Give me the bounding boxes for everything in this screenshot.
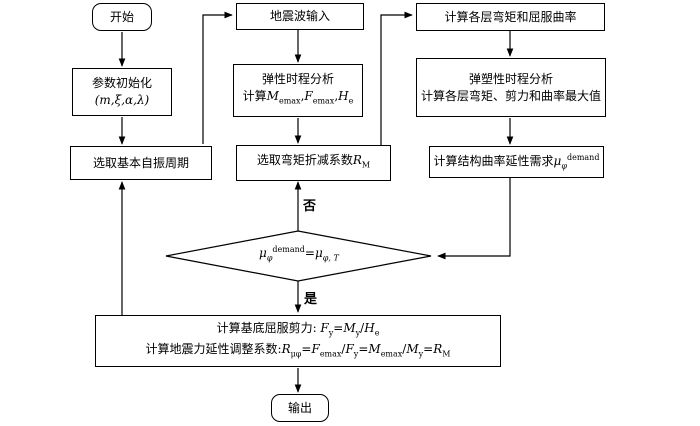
demand-node: 计算结构曲率延性需求μφdemand xyxy=(429,146,604,178)
elastic-line2: 计算Memax,Femax,He xyxy=(242,89,354,106)
end-label: 输出 xyxy=(287,400,312,415)
start-label: 开始 xyxy=(109,9,134,24)
start-node: 开始 xyxy=(92,3,152,31)
reduction-node: 选取弯矩折减系数RM xyxy=(236,145,391,181)
edge-label-yes: 是 xyxy=(304,292,318,307)
plastic-line2: 计算各层弯矩、剪力和曲率最大值 xyxy=(420,88,601,103)
plastic-line1: 弹塑性时程分析 xyxy=(468,71,553,86)
plastic-node: 弹塑性时程分析 计算各层弯矩、剪力和曲率最大值 xyxy=(416,58,606,117)
wave-label: 地震波输入 xyxy=(269,9,330,23)
arrow-demand-to-decision xyxy=(437,178,511,260)
period-node: 选取基本自振周期 xyxy=(70,146,212,180)
wave-node: 地震波输入 xyxy=(236,3,364,30)
curve-node: 计算各层弯矩和屈服曲率 xyxy=(416,3,605,31)
elastic-node: 弹性时程分析 计算Memax,Femax,He xyxy=(233,64,363,117)
reduction-label: 选取弯矩折减系数RM xyxy=(256,153,371,170)
demand-label: 计算结构曲率延性需求μφdemand xyxy=(433,153,600,171)
end-node: 输出 xyxy=(271,394,329,422)
init-line1: 参数初始化 xyxy=(91,76,152,90)
result-node: 计算基底屈服剪力: Fy=My/He 计算地震力延性调整系数:Rμφ=Femax… xyxy=(95,315,501,367)
elastic-line1: 弹性时程分析 xyxy=(261,72,334,87)
arrow-reduction-to-curve xyxy=(380,11,413,146)
curve-label: 计算各层弯矩和屈服曲率 xyxy=(444,9,577,24)
edge-label-no: 否 xyxy=(303,199,317,214)
decision-diamond xyxy=(165,230,432,282)
period-label: 选取基本自振周期 xyxy=(92,155,189,170)
init-line2: (m,ξ,α,λ) xyxy=(94,93,150,107)
decision-condition: μφdemand=μφ, T xyxy=(259,245,339,263)
result-line1: 计算基底屈服剪力: Fy=My/He xyxy=(216,320,380,337)
init-node: 参数初始化 (m,ξ,α,λ) xyxy=(72,68,172,116)
result-line2: 计算地震力延性调整系数:Rμφ=Femax/Fy=Memax/My=RM xyxy=(145,342,451,359)
arrow-period-to-wave xyxy=(202,11,233,144)
